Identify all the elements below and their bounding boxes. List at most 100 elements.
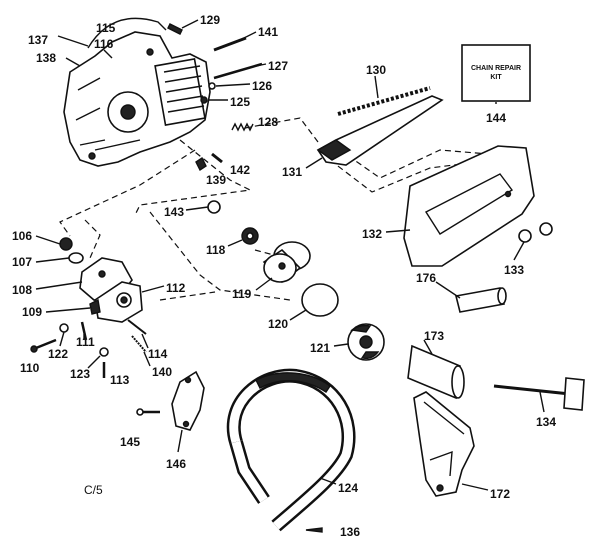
handle-leg-inner <box>231 440 268 503</box>
pump-shaft <box>120 296 128 304</box>
label-129: 129 <box>200 13 220 27</box>
kit-title: CHAIN REPAIR <box>471 65 521 72</box>
callout-labels: 137 115 116 138 129 141 127 126 125 128 … <box>12 13 556 539</box>
leader-173 <box>423 339 433 355</box>
cylinder-fin <box>165 85 203 93</box>
label-172: 172 <box>490 487 510 501</box>
leader-176 <box>435 281 461 299</box>
label-136: 136 <box>340 525 360 539</box>
cylinder-fins <box>163 65 205 113</box>
label-114: 114 <box>148 347 168 361</box>
label-125: 125 <box>230 95 250 109</box>
kit-subtitle: KIT <box>490 74 502 81</box>
label-119: 119 <box>232 287 252 301</box>
label-143: 143 <box>164 205 184 219</box>
nut-125 <box>200 96 208 104</box>
chain-repair-kit-144: CHAIN REPAIR KIT <box>461 44 531 102</box>
leader-126 <box>215 83 251 87</box>
label-128: 128 <box>258 115 278 129</box>
housing-rib <box>75 77 141 151</box>
disc-120 <box>301 283 339 317</box>
leader-114 <box>141 333 149 349</box>
label-110: 110 <box>20 361 40 375</box>
label-116: 116 <box>94 37 114 51</box>
label-131: 131 <box>282 165 302 179</box>
sprocket-118 <box>241 227 259 245</box>
label-176: 176 <box>416 271 436 285</box>
housing-bolt <box>146 48 154 56</box>
label-173: 173 <box>424 329 444 343</box>
plate-hole <box>98 270 106 278</box>
flywheel-hub <box>120 104 136 120</box>
clutch-121 <box>347 323 385 361</box>
washer-122 <box>59 323 69 333</box>
assembly-line <box>134 139 253 216</box>
leader-123 <box>87 355 101 369</box>
bar-cover-hole <box>504 190 512 198</box>
screw-136 <box>305 527 323 533</box>
leader-143 <box>185 206 209 211</box>
label-121: 121 <box>310 341 330 355</box>
clutch-drum-119 <box>262 241 311 284</box>
leader-108 <box>35 281 83 290</box>
sprocket-bore <box>246 232 254 240</box>
bar-cover-132 <box>403 145 535 267</box>
leader-146 <box>177 429 183 453</box>
clutch-hub <box>359 335 373 349</box>
pin-142 <box>211 152 223 164</box>
leader-lines <box>35 19 545 491</box>
label-145: 145 <box>120 435 140 449</box>
bracket-hole <box>184 376 192 384</box>
tool-shaft <box>493 384 571 396</box>
leader-112 <box>141 285 165 293</box>
bracket-146 <box>171 370 205 431</box>
label-123: 123 <box>70 367 90 381</box>
leader-124 <box>319 477 337 485</box>
pin-111 <box>80 321 88 341</box>
label-120: 120 <box>268 317 288 331</box>
bar-cover-slot <box>424 173 514 235</box>
page-code: C/5 <box>84 483 103 497</box>
sleeve-173 <box>407 344 465 400</box>
oring-123 <box>99 347 109 357</box>
bar-cover-outline <box>403 145 535 267</box>
tool-head <box>563 377 585 411</box>
bolt-110 <box>35 338 57 350</box>
assembly-lines <box>59 117 501 301</box>
leader-132 <box>385 229 411 233</box>
label-118: 118 <box>206 243 226 257</box>
label-134: 134 <box>536 415 556 429</box>
cylinder-fin <box>164 75 202 83</box>
label-144: 144 <box>486 111 506 125</box>
leader-119 <box>255 277 273 291</box>
leader-120 <box>289 309 307 321</box>
leader-107 <box>35 257 70 263</box>
spring-128 <box>231 122 254 132</box>
label-113: 113 <box>110 373 130 387</box>
label-142: 142 <box>230 163 250 177</box>
leader-121 <box>333 343 349 347</box>
handle-tube-inner <box>229 371 354 530</box>
label-130: 130 <box>366 63 386 77</box>
leader-130 <box>374 75 379 99</box>
leader-141 <box>239 31 257 41</box>
label-111: 111 <box>76 335 95 349</box>
label-138: 138 <box>36 51 56 65</box>
assembly-line <box>329 159 479 193</box>
leader-118 <box>227 239 243 247</box>
housing-bolt <box>88 152 96 160</box>
label-115: 115 <box>96 21 116 35</box>
bar-nut <box>539 222 553 236</box>
oil-pump-112 <box>94 281 143 323</box>
leader-109 <box>45 307 91 313</box>
assembly-line <box>244 117 319 143</box>
leader-138 <box>65 57 81 67</box>
washer-143 <box>207 200 221 214</box>
label-112: 112 <box>166 281 186 295</box>
grip-body <box>455 287 505 313</box>
drum-hub <box>278 262 286 270</box>
label-122: 122 <box>48 347 68 361</box>
label-140: 140 <box>152 365 172 379</box>
leader-122 <box>59 331 65 347</box>
